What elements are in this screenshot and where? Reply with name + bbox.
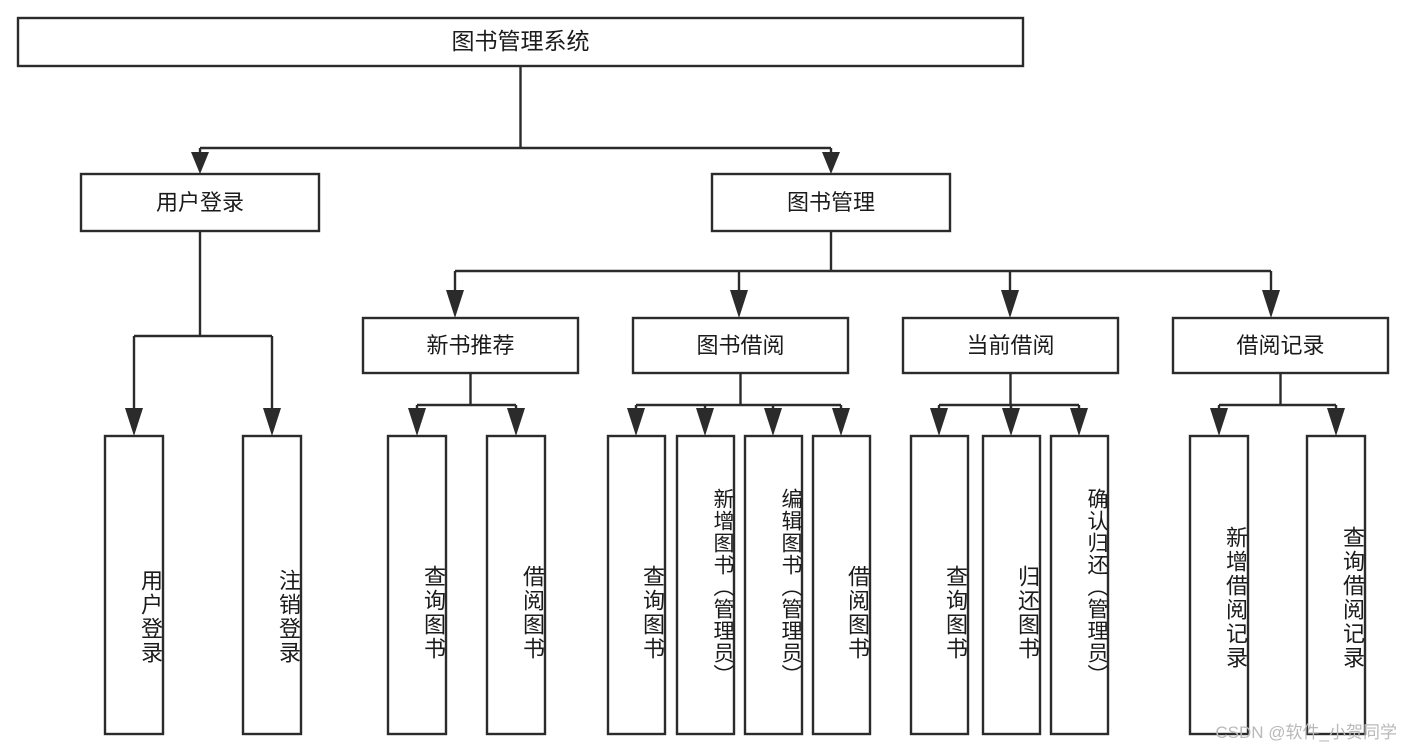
node-box-leaf-new-book-1[interactable] — [386, 434, 448, 736]
node-box-leaf-new-book-2[interactable] — [485, 434, 547, 736]
node-box-user-login[interactable] — [79, 172, 321, 233]
node-label-new-book-recommend: 新书推荐 — [426, 332, 515, 358]
node-label-leaf-new-book-1: 查询图书 — [421, 565, 446, 661]
node-label-leaf-book-borrow-2: 新增图书（管理员） — [711, 488, 734, 686]
node-label-leaf-book-borrow-1: 查询图书 — [640, 565, 665, 661]
node-box-leaf-book-borrow-2[interactable] — [675, 434, 736, 736]
node-label-leaf-current-borrow-1: 查询图书 — [943, 565, 968, 661]
arrow-user-login-leaf-1 — [125, 408, 143, 436]
arrow-bb-leaf-1 — [627, 408, 645, 436]
node-label-leaf-borrow-record-1: 新增借阅记录 — [1223, 526, 1248, 670]
arrow-nb-leaf-2 — [507, 408, 525, 436]
node-box-leaf-user-login-1[interactable] — [103, 434, 165, 736]
node-box-leaf-current-borrow-2[interactable] — [981, 434, 1042, 736]
node-label-leaf-user-login-2: 注销登录 — [276, 569, 301, 665]
arrow-cb-leaf-3 — [1070, 408, 1088, 436]
arrow-bm-to-current-borrow — [1001, 290, 1019, 318]
arrow-root-to-user-login — [191, 152, 209, 174]
arrow-bm-to-borrow-record — [1262, 290, 1280, 318]
node-box-root[interactable] — [16, 16, 1025, 68]
node-label-leaf-current-borrow-2: 归还图书 — [1015, 565, 1040, 661]
node-box-leaf-current-borrow-3[interactable] — [1049, 434, 1110, 736]
node-label-user-login: 用户登录 — [155, 189, 244, 215]
node-label-current-borrow: 当前借阅 — [966, 332, 1055, 358]
arrow-bb-leaf-2 — [696, 408, 714, 436]
node-label-leaf-borrow-record-2: 查询借阅记录 — [1340, 526, 1365, 670]
arrow-nb-leaf-1 — [408, 408, 426, 436]
arrow-cb-leaf-2 — [1002, 408, 1020, 436]
arrow-bm-to-new-book-recommend — [446, 290, 464, 318]
arrow-bm-to-book-borrow — [730, 290, 748, 318]
node-box-leaf-borrow-record-2[interactable] — [1305, 434, 1367, 736]
node-label-leaf-book-borrow-3: 编辑图书（管理员） — [779, 488, 802, 686]
node-box-leaf-user-login-2[interactable] — [241, 434, 303, 736]
arrow-cb-leaf-1 — [930, 408, 948, 436]
node-label-leaf-new-book-2: 借阅图书 — [520, 565, 545, 661]
arrow-br-leaf-1 — [1210, 408, 1228, 436]
node-box-leaf-book-borrow-1[interactable] — [606, 434, 667, 736]
node-box-leaf-borrow-record-1[interactable] — [1188, 434, 1250, 736]
node-label-leaf-current-borrow-3: 确认归还（管理员） — [1085, 488, 1108, 686]
arrow-root-to-book-management — [822, 152, 840, 174]
node-box-leaf-book-borrow-3[interactable] — [743, 434, 804, 736]
node-box-new-book-recommend[interactable] — [361, 316, 580, 375]
arrow-bb-leaf-4 — [832, 408, 850, 436]
watermark-text: CSDN @软件_小贺同学 — [1215, 723, 1397, 742]
arrow-bb-leaf-3 — [764, 408, 782, 436]
node-label-root: 图书管理系统 — [451, 28, 590, 55]
node-box-current-borrow[interactable] — [901, 316, 1120, 375]
node-label-leaf-book-borrow-4: 借阅图书 — [845, 565, 870, 661]
node-label-leaf-user-login-1: 用户登录 — [138, 569, 163, 665]
node-label-borrow-record: 借阅记录 — [1236, 332, 1325, 358]
node-box-leaf-current-borrow-1[interactable] — [909, 434, 970, 736]
node-box-leaf-book-borrow-4[interactable] — [811, 434, 872, 736]
node-label-book-management: 图书管理 — [786, 189, 875, 215]
arrow-br-leaf-2 — [1327, 408, 1345, 436]
node-label-book-borrow: 图书借阅 — [696, 332, 785, 358]
arrow-user-login-leaf-2 — [263, 408, 281, 436]
